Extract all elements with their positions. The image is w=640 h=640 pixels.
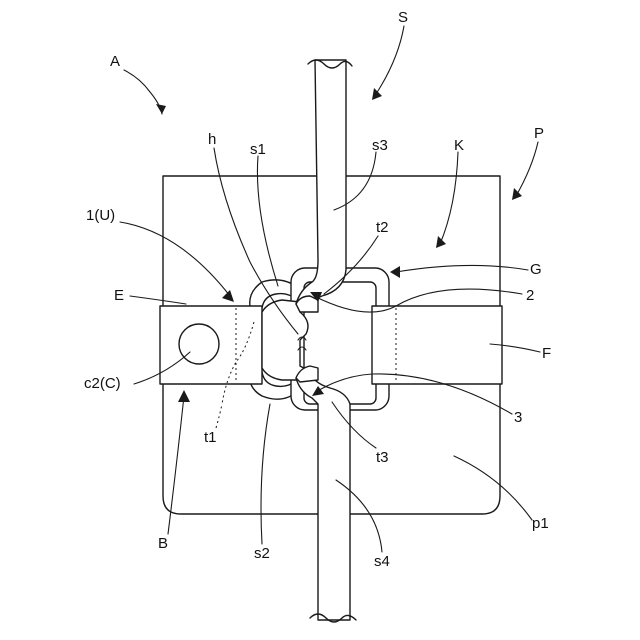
band-f xyxy=(372,306,502,384)
label-s: S xyxy=(398,9,408,26)
label-s3: s3 xyxy=(372,137,388,154)
label-e: E xyxy=(114,287,124,304)
label-c2c: c2(C) xyxy=(84,375,121,392)
label-p: P xyxy=(534,125,544,142)
label-1u: 1(U) xyxy=(86,207,115,224)
label-a: A xyxy=(110,53,120,70)
label-t3: t3 xyxy=(376,449,389,466)
label-t1: t1 xyxy=(204,429,217,446)
label-t2: t2 xyxy=(376,219,389,236)
label-f: F xyxy=(542,345,551,362)
arrowhead-s xyxy=(372,88,382,100)
label-3: 3 xyxy=(514,409,522,426)
label-2: 2 xyxy=(526,287,534,304)
leader-p xyxy=(516,142,538,196)
label-b: B xyxy=(158,535,168,552)
arrowhead-a xyxy=(156,104,166,114)
leader-s xyxy=(376,26,404,94)
label-k: K xyxy=(454,137,464,154)
leader-a xyxy=(124,70,162,114)
fastener-c2 xyxy=(179,324,219,364)
label-p1: p1 xyxy=(532,515,549,532)
label-h: h xyxy=(208,131,216,148)
label-s1: s1 xyxy=(250,141,266,158)
label-s4: s4 xyxy=(374,553,390,570)
label-g: G xyxy=(530,261,542,278)
arrowhead-p xyxy=(512,188,522,200)
label-s2: s2 xyxy=(254,545,270,562)
